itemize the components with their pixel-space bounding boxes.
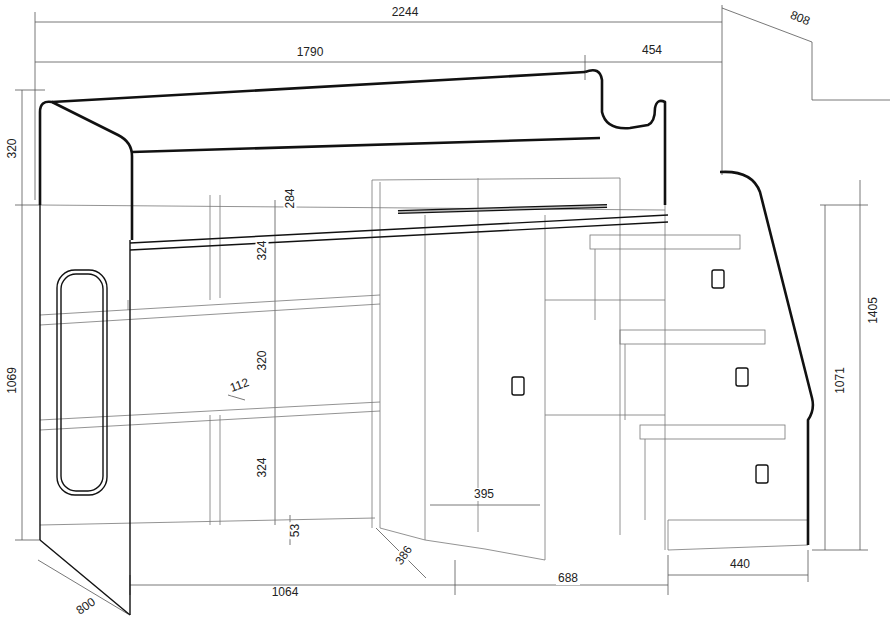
dimension-label: 454	[640, 44, 664, 57]
dimension-label: 284	[284, 186, 297, 210]
dimension-label: 320	[6, 136, 19, 160]
dimension-label: 1071	[833, 365, 846, 396]
dimension-label: 324	[256, 238, 269, 262]
dimension-label: 1790	[295, 46, 326, 59]
dimension-label: 2244	[390, 6, 421, 19]
dimension-label: 1405	[866, 295, 879, 326]
dimension-label: 808	[786, 7, 813, 28]
dimension-label: 53	[289, 521, 302, 538]
dimension-label: 1069	[6, 365, 19, 396]
dimension-label: 688	[556, 572, 580, 585]
dimension-label: 395	[472, 488, 496, 501]
dimension-label: 324	[256, 455, 269, 479]
dimension-label: 112	[227, 375, 253, 395]
dimension-label: 1064	[270, 586, 301, 599]
dimension-label: 800	[72, 594, 99, 618]
dimension-label: 320	[256, 348, 269, 372]
dimension-label: 440	[728, 558, 752, 571]
